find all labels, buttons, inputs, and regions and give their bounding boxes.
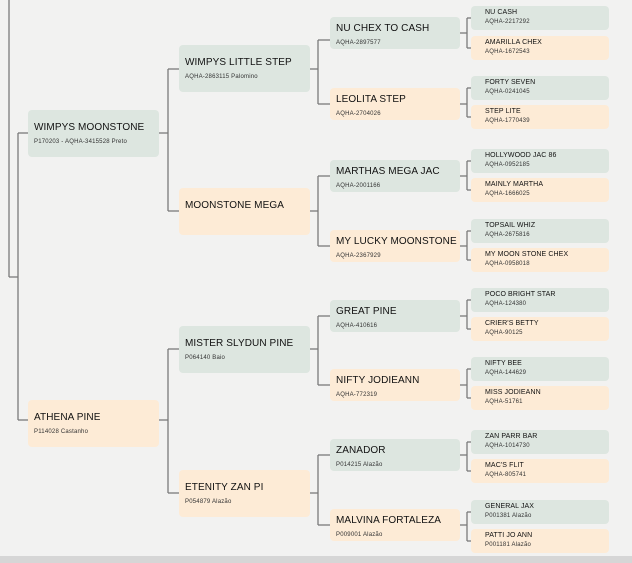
horse-sire-dam[interactable]: MOONSTONE MEGA xyxy=(179,188,310,235)
horse-registration: AQHA-1014730 xyxy=(485,443,530,449)
horse-registration: AQHA-1672543 xyxy=(485,49,530,55)
horse-name: MISTER SLYDUN PINE xyxy=(185,338,294,349)
horse-ds-sire[interactable]: GREAT PINE AQHA-410616 xyxy=(330,300,460,332)
horse-sds-dam[interactable]: MAINLY MARTHA AQHA-1666025 xyxy=(471,178,609,202)
horse-registration: P001181 Alazão xyxy=(485,542,532,548)
horse-sss-dam[interactable]: AMARILLA CHEX AQHA-1672543 xyxy=(471,36,609,60)
horse-name: GREAT PINE xyxy=(336,306,397,317)
horse-registration: P054879 Alazão xyxy=(185,499,232,505)
horse-dd-sire[interactable]: ZANADOR P014215 Alazão xyxy=(330,439,460,471)
horse-dds-dam[interactable]: MAC'S FLIT AQHA-805741 xyxy=(471,459,609,483)
horse-registration: AQHA-805741 xyxy=(485,472,527,478)
horse-ssd-dam[interactable]: STEP LITE AQHA-1770439 xyxy=(471,105,609,129)
horse-name: LEOLITA STEP xyxy=(336,94,406,105)
horse-name: TOPSAIL WHIZ xyxy=(485,222,536,229)
horse-registration: AQHA-2704026 xyxy=(336,111,381,117)
horse-ds-dam[interactable]: NIFTY JODIEANN AQHA-772319 xyxy=(330,369,460,401)
horse-name: AMARILLA CHEX xyxy=(485,39,542,46)
horse-registration: AQHA-2863115 Palomino xyxy=(185,74,258,80)
horse-ddd-sire[interactable]: GENERAL JAX P001381 Alazão xyxy=(471,500,609,524)
horse-sd-sire[interactable]: MARTHAS MEGA JAC AQHA-2001166 xyxy=(330,160,460,192)
horse-name: WIMPYS MOONSTONE xyxy=(34,122,145,133)
horse-dsd-dam[interactable]: MISS JODIEANN AQHA-51761 xyxy=(471,386,609,410)
horse-name: CRIER'S BETTY xyxy=(485,320,539,327)
horse-dss-dam[interactable]: CRIER'S BETTY AQHA-90125 xyxy=(471,317,609,341)
horse-ss-dam[interactable]: LEOLITA STEP AQHA-2704026 xyxy=(330,88,460,120)
horse-dds-sire[interactable]: ZAN PARR BAR AQHA-1014730 xyxy=(471,430,609,454)
horse-registration: P170203 - AQHA-3415528 Preto xyxy=(34,139,127,145)
horse-registration: AQHA-2217292 xyxy=(485,19,530,25)
horse-name: MY LUCKY MOONSTONE xyxy=(336,236,457,247)
horse-registration: P009001 Alazão xyxy=(336,532,383,538)
horse-name: POCO BRIGHT STAR xyxy=(485,291,556,298)
horse-registration: P001381 Alazão xyxy=(485,513,532,519)
horse-sd-dam[interactable]: MY LUCKY MOONSTONE AQHA-2367929 xyxy=(330,230,460,262)
horse-name: ATHENA PINE xyxy=(34,412,101,423)
horse-dsd-sire[interactable]: NIFTY BEE AQHA-144629 xyxy=(471,357,609,381)
horse-registration: P014215 Alazão xyxy=(336,462,383,468)
horse-ddd-dam[interactable]: PATTI JO ANN P001181 Alazão xyxy=(471,529,609,553)
horse-name: STEP LITE xyxy=(485,108,521,115)
horse-ss-sire[interactable]: NU CHEX TO CASH AQHA-2897577 xyxy=(330,17,460,49)
horse-sss-sire[interactable]: NU CASH AQHA-2217292 xyxy=(471,6,609,30)
horse-name: FORTY SEVEN xyxy=(485,79,536,86)
horse-registration: AQHA-2897577 xyxy=(336,40,381,46)
horse-name: NIFTY BEE xyxy=(485,360,522,367)
horse-dam[interactable]: ATHENA PINE P114028 Castanho xyxy=(28,400,159,447)
horse-name: PATTI JO ANN xyxy=(485,532,533,539)
horizontal-scrollbar[interactable] xyxy=(0,556,632,563)
horse-name: NU CHEX TO CASH xyxy=(336,23,430,34)
horse-registration: P064140 Baio xyxy=(185,355,226,361)
horse-name: ZAN PARR BAR xyxy=(485,433,538,440)
horse-registration: AQHA-51761 xyxy=(485,399,523,405)
horse-dss-sire[interactable]: POCO BRIGHT STAR AQHA-124380 xyxy=(471,288,609,312)
horse-name: ZANADOR xyxy=(336,445,386,456)
horse-name: MISS JODIEANN xyxy=(485,389,541,396)
horse-sdd-sire[interactable]: TOPSAIL WHIZ AQHA-2675816 xyxy=(471,219,609,243)
horse-sire-sire[interactable]: WIMPYS LITTLE STEP AQHA-2863115 Palomino xyxy=(179,45,310,92)
horse-sdd-dam[interactable]: MY MOON STONE CHEX AQHA-0958018 xyxy=(471,248,609,272)
horse-name: MAC'S FLIT xyxy=(485,462,524,469)
horse-sds-sire[interactable]: HOLLYWOOD JAC 86 AQHA-0952185 xyxy=(471,149,609,173)
horse-name: NU CASH xyxy=(485,9,518,16)
horse-name: MALVINA FORTALEZA xyxy=(336,515,442,526)
horse-name: WIMPYS LITTLE STEP xyxy=(185,57,292,68)
horse-registration: AQHA-1770439 xyxy=(485,118,530,124)
horse-registration: AQHA-0952185 xyxy=(485,162,530,168)
horse-registration: AQHA-2001166 xyxy=(336,183,381,189)
horse-dam-sire[interactable]: MISTER SLYDUN PINE P064140 Baio xyxy=(179,326,310,373)
horse-registration: AQHA-124380 xyxy=(485,301,527,307)
horse-dd-dam[interactable]: MALVINA FORTALEZA P009001 Alazão xyxy=(330,509,460,541)
horse-name: HOLLYWOOD JAC 86 xyxy=(485,152,557,159)
horse-registration: AQHA-2367929 xyxy=(336,253,381,259)
horse-ssd-sire[interactable]: FORTY SEVEN AQHA-0241045 xyxy=(471,76,609,100)
horse-registration: AQHA-0958018 xyxy=(485,261,530,267)
horse-sire[interactable]: WIMPYS MOONSTONE P170203 - AQHA-3415528 … xyxy=(28,110,159,157)
horse-name: MOONSTONE MEGA xyxy=(185,200,285,211)
horse-registration: P114028 Castanho xyxy=(34,429,89,435)
horse-registration: AQHA-410616 xyxy=(336,323,378,329)
horse-registration: AQHA-772319 xyxy=(336,392,378,398)
horse-registration: AQHA-2675816 xyxy=(485,232,530,238)
horse-registration: AQHA-144629 xyxy=(485,370,527,376)
horse-registration: AQHA-0241045 xyxy=(485,89,530,95)
horse-dam-dam[interactable]: ETENITY ZAN PI P054879 Alazão xyxy=(179,470,310,517)
horse-name: GENERAL JAX xyxy=(485,503,535,510)
horse-name: MAINLY MARTHA xyxy=(485,181,544,188)
horse-name: ETENITY ZAN PI xyxy=(185,482,264,493)
horse-name: MY MOON STONE CHEX xyxy=(485,251,569,258)
horse-registration: AQHA-90125 xyxy=(485,330,523,336)
horse-name: MARTHAS MEGA JAC xyxy=(336,166,440,177)
horse-name: NIFTY JODIEANN xyxy=(336,375,420,386)
horse-registration: AQHA-1666025 xyxy=(485,191,530,197)
